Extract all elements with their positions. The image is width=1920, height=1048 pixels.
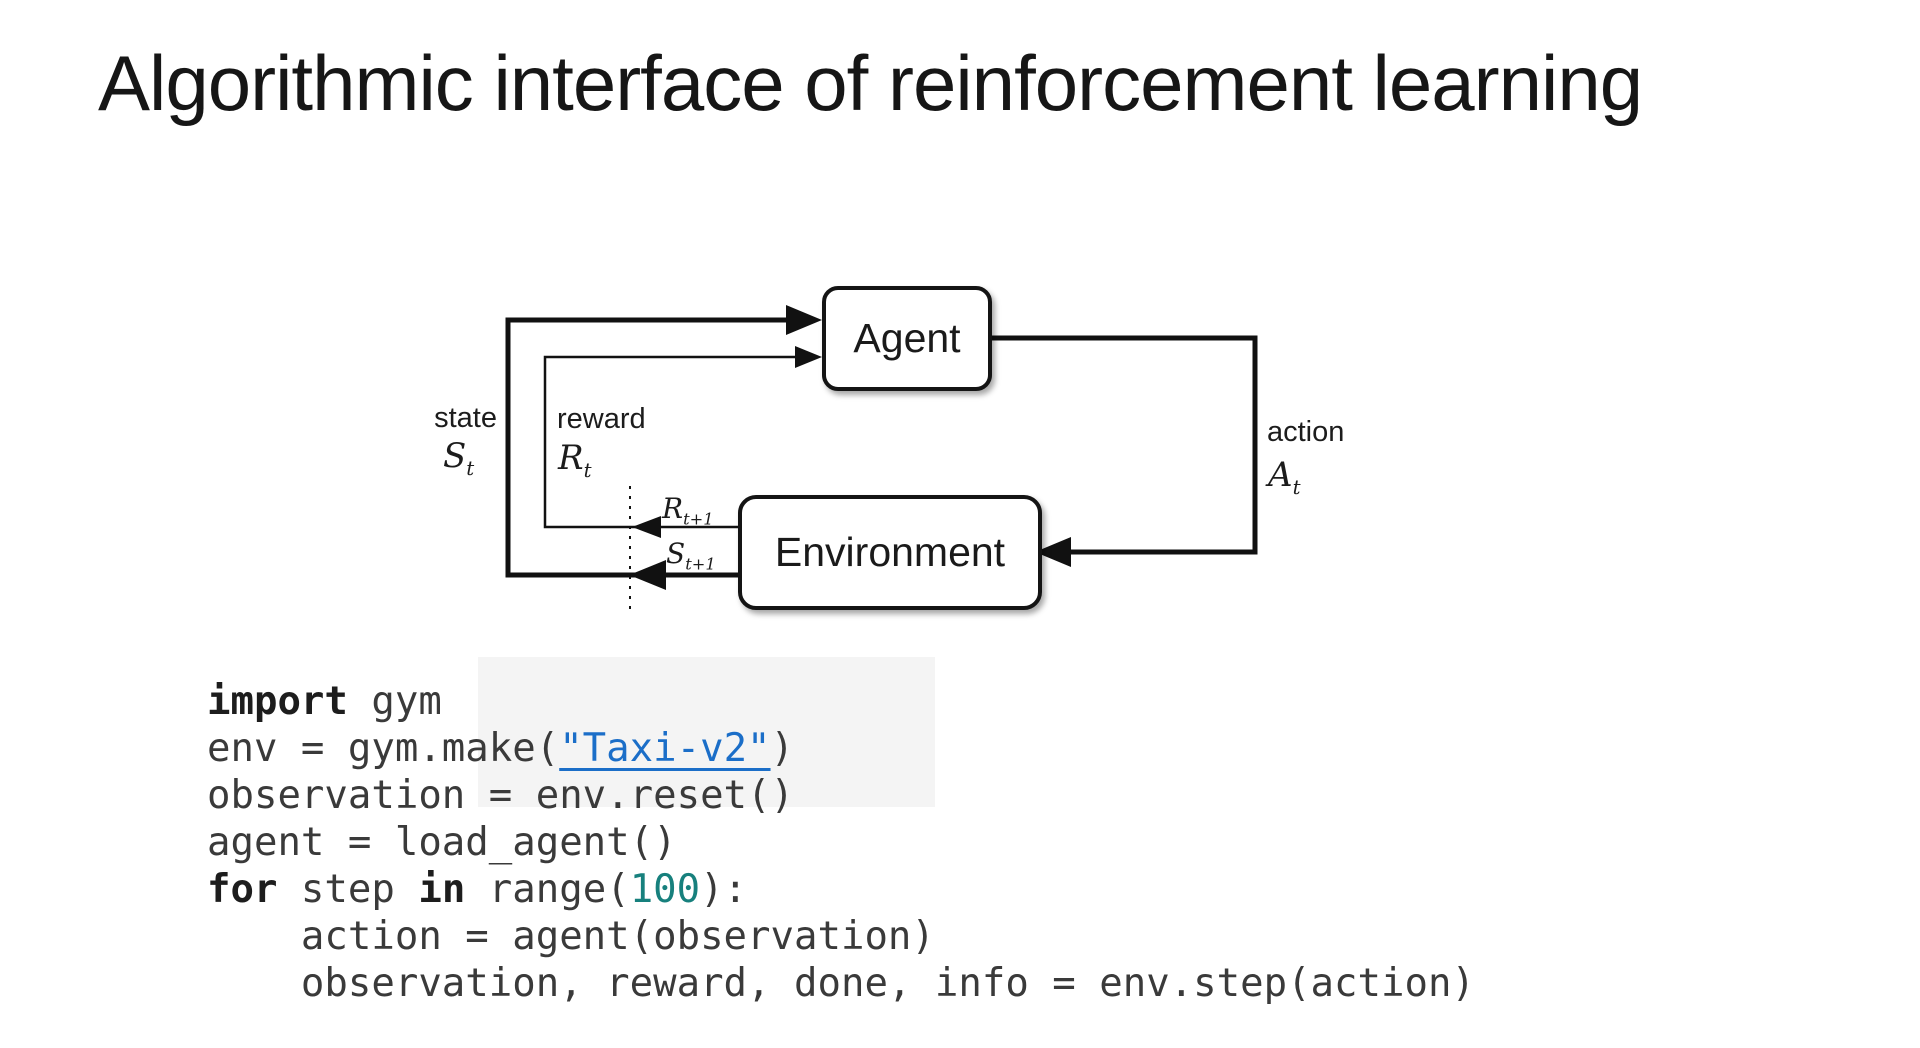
action-symbol-base: A	[1268, 455, 1293, 495]
code-token: ):	[700, 867, 748, 912]
code-line: observation, reward, done, info = env.st…	[207, 960, 1475, 1007]
code-token: agent = load_agent()	[207, 820, 677, 865]
agent-node: Agent	[822, 286, 992, 391]
code-token: import	[207, 679, 348, 724]
code-token: step	[277, 867, 419, 912]
next-state-symbol-sub: t+1	[685, 554, 716, 574]
state-symbol-sub: t	[466, 456, 475, 480]
reward-symbol-base: R	[558, 438, 584, 478]
code-background-highlight	[478, 657, 935, 807]
code-line: observation = env.reset()	[207, 772, 1475, 819]
next-reward-symbol-sub: t+1	[683, 509, 714, 529]
code-token: in	[418, 867, 466, 912]
next-state-symbol: St+1	[666, 537, 716, 572]
state-arrowhead	[786, 305, 822, 335]
code-line: action = agent(observation)	[207, 913, 1475, 960]
code-token: observation, reward, done, info = env.st…	[207, 961, 1475, 1006]
reward-label: reward	[557, 403, 646, 435]
reward-symbol: Rt	[558, 438, 592, 480]
code-token: for	[207, 867, 278, 912]
code-line: for step in range(100):	[207, 866, 1475, 913]
next-state-symbol-base: S	[666, 537, 686, 570]
code-line: import gym	[207, 678, 1475, 725]
next-state-arrowhead	[629, 560, 666, 590]
reward-arrowhead	[795, 346, 822, 368]
environment-node-label: Environment	[774, 529, 1006, 575]
next-reward-symbol: Rt+1	[662, 492, 714, 527]
code-line: env = gym.make("Taxi-v2")	[207, 725, 1475, 772]
state-label: state	[434, 402, 497, 434]
next-reward-symbol-base: R	[662, 492, 684, 525]
reward-symbol-sub: t	[583, 458, 592, 482]
state-symbol: St	[443, 436, 474, 478]
code-token: action = agent(observation)	[207, 914, 935, 959]
taxi-v2-link[interactable]: "Taxi-v2"	[559, 726, 771, 771]
code-token: range(	[465, 867, 630, 912]
environment-node: Environment	[738, 495, 1042, 610]
next-reward-arrowhead	[632, 516, 661, 538]
action-label: action	[1267, 416, 1345, 448]
code-token: )	[770, 726, 795, 771]
agent-node-label: Agent	[853, 315, 961, 361]
code-token: observation = env.reset()	[207, 773, 794, 818]
action-symbol: At	[1268, 455, 1300, 497]
slide-title: Algorithmic interface of reinforcement l…	[98, 39, 1643, 127]
state-symbol-base: S	[443, 436, 467, 476]
code-line: agent = load_agent()	[207, 819, 1475, 866]
code-token: gym	[347, 679, 442, 724]
code-token: env = gym.make(	[207, 726, 560, 771]
action-symbol-sub: t	[1292, 475, 1301, 499]
code-token: 100	[629, 867, 701, 912]
